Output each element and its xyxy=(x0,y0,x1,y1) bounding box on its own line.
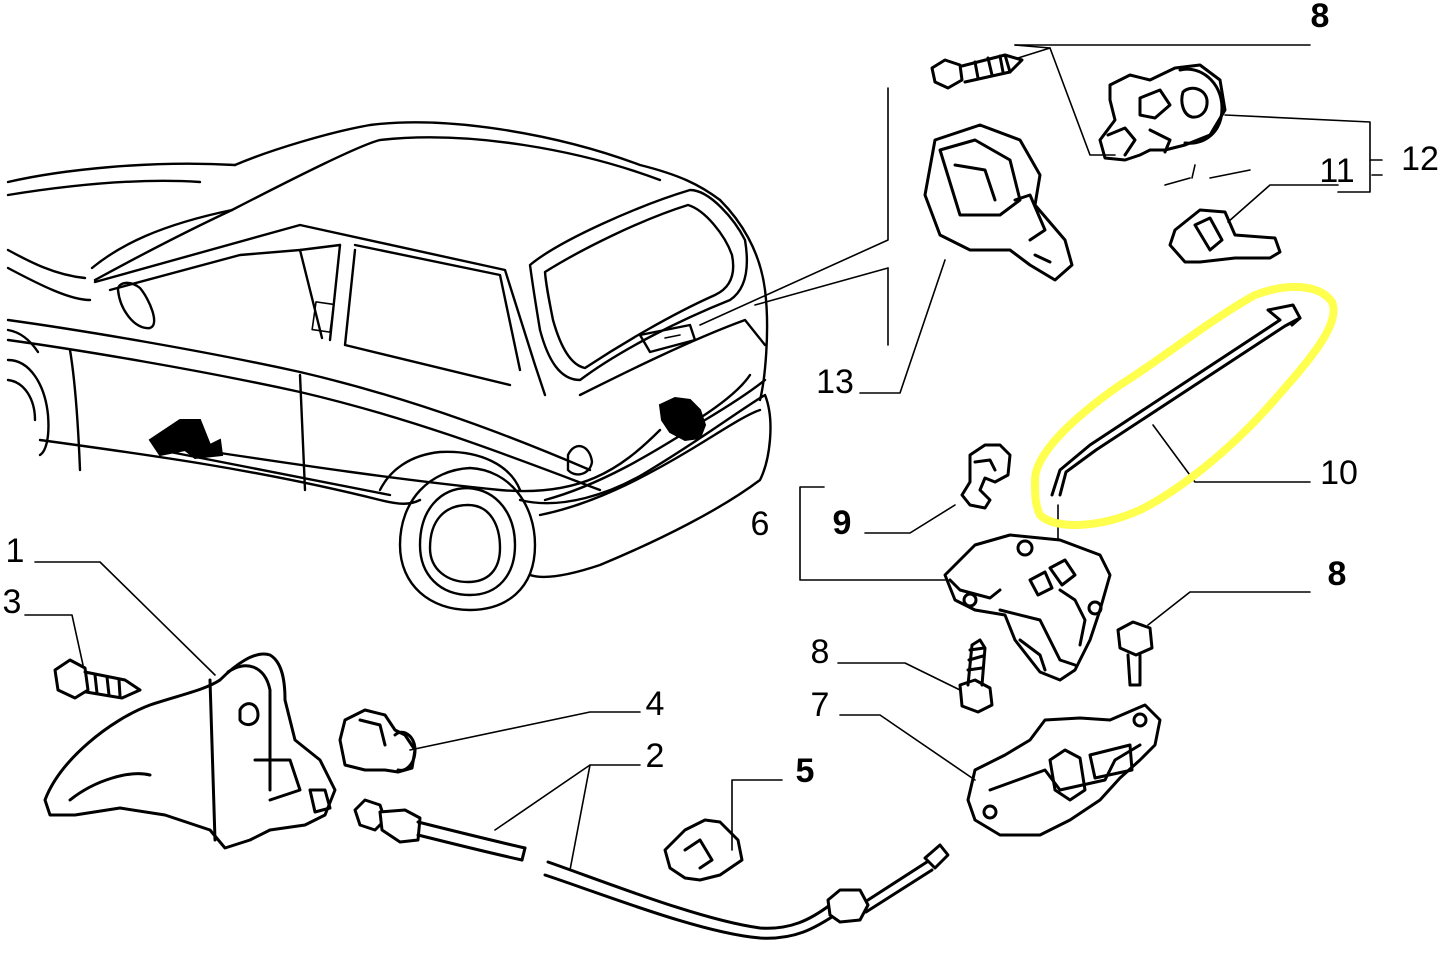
part-2-cable xyxy=(353,798,950,940)
part-8-bolt-top xyxy=(930,53,1024,90)
callout-10: 10 xyxy=(1320,454,1358,492)
part-5-clip xyxy=(663,818,744,882)
part-10-rod xyxy=(1050,303,1302,497)
part-1-handle xyxy=(43,652,337,850)
car-illustration xyxy=(6,121,772,612)
callout-13: 13 xyxy=(816,363,854,401)
part-8-bolt-right xyxy=(1116,620,1154,687)
part-8-bolt-middle xyxy=(958,638,994,714)
part-7-striker xyxy=(966,703,1162,837)
part-11-clip xyxy=(1168,208,1282,264)
callout-8-top: 8 xyxy=(1311,0,1330,35)
part-13-cover xyxy=(923,123,1074,282)
callout-7: 7 xyxy=(811,686,830,724)
callout-5: 5 xyxy=(796,752,815,790)
callout-8-right: 8 xyxy=(1328,555,1347,593)
callout-1: 1 xyxy=(6,532,25,570)
callout-4: 4 xyxy=(646,685,665,723)
callout-6: 6 xyxy=(751,505,770,543)
callout-2: 2 xyxy=(646,737,665,775)
callout-12: 12 xyxy=(1401,140,1439,178)
part-3-bolt xyxy=(53,658,142,700)
callout-9: 9 xyxy=(833,504,852,542)
part-12-lock-cylinder xyxy=(1098,63,1227,162)
callout-8-middle: 8 xyxy=(811,633,830,671)
part-6-latch xyxy=(943,533,1112,682)
part-9-clip xyxy=(960,443,1012,510)
part-10-highlight-outline xyxy=(1031,282,1338,530)
part-4-grommet xyxy=(338,708,417,774)
callout-3: 3 xyxy=(3,583,22,621)
callout-11: 11 xyxy=(1319,152,1354,190)
